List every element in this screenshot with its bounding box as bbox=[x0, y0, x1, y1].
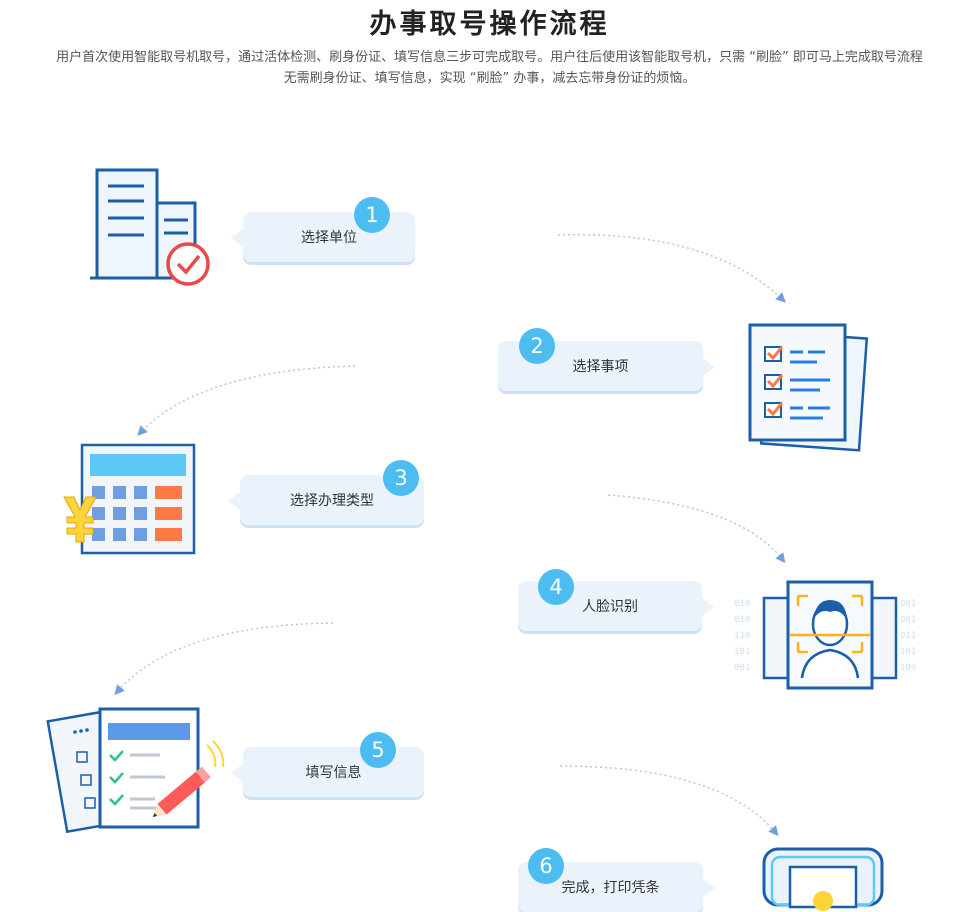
svg-text:010: 010 bbox=[734, 615, 750, 625]
step-4-number: 4 bbox=[538, 569, 574, 605]
svg-text:100: 100 bbox=[900, 663, 916, 673]
arrow-1-to-2 bbox=[557, 233, 786, 303]
step-1-label: 选择单位 bbox=[301, 230, 357, 246]
step-5-bubble: 填写信息 bbox=[231, 747, 424, 797]
page-title: 办事取号操作流程 bbox=[369, 9, 610, 40]
checklist-icon bbox=[748, 323, 869, 452]
face-scan-icon: 010 010 110 101 001 001 001 011 101 100 bbox=[734, 580, 916, 690]
calculator-yuan-icon bbox=[63, 443, 196, 555]
svg-text:001: 001 bbox=[900, 615, 916, 625]
step-2-number: 2 bbox=[519, 328, 555, 364]
svg-text:101: 101 bbox=[734, 647, 750, 657]
step-3-number: 3 bbox=[383, 460, 419, 496]
form-pencil-icon bbox=[46, 707, 225, 834]
svg-text:001: 001 bbox=[900, 599, 916, 609]
svg-text:011: 011 bbox=[900, 631, 916, 641]
step-5-number: 5 bbox=[360, 732, 396, 768]
svg-text:001: 001 bbox=[734, 663, 750, 673]
intro-text: 用户首次使用智能取号机取号，通过活体检测、刷身份证、填写信息三步可完成取号。用户… bbox=[10, 47, 969, 89]
step-3-label: 选择办理类型 bbox=[290, 493, 374, 509]
step-1-number: 1 bbox=[354, 197, 390, 233]
intro-line-1: 用户首次使用智能取号机取号，通过活体检测、刷身份证、填写信息三步可完成取号。用户… bbox=[56, 50, 923, 65]
arrow-3-to-4 bbox=[607, 494, 786, 564]
arrow-5-to-6 bbox=[559, 765, 779, 837]
step-2-label: 选择事项 bbox=[572, 359, 629, 375]
building-check-icon bbox=[90, 168, 210, 286]
step-6-number: 6 bbox=[528, 848, 564, 884]
svg-text:010: 010 bbox=[734, 599, 750, 609]
step-6-label: 完成，打印凭条 bbox=[561, 880, 660, 896]
step-5-label: 填写信息 bbox=[305, 765, 362, 781]
intro-line-2: 无需刷身份证、填写信息，实现 “刷脸” 办事，减去忘带身份证的烦恼。 bbox=[283, 71, 696, 86]
arrow-2-to-3 bbox=[137, 365, 356, 436]
svg-text:101: 101 bbox=[900, 647, 916, 657]
step-4-label: 人脸识别 bbox=[582, 599, 638, 615]
printer-icon bbox=[762, 847, 884, 911]
arrow-4-to-5 bbox=[114, 622, 334, 696]
svg-text:110: 110 bbox=[734, 631, 750, 641]
